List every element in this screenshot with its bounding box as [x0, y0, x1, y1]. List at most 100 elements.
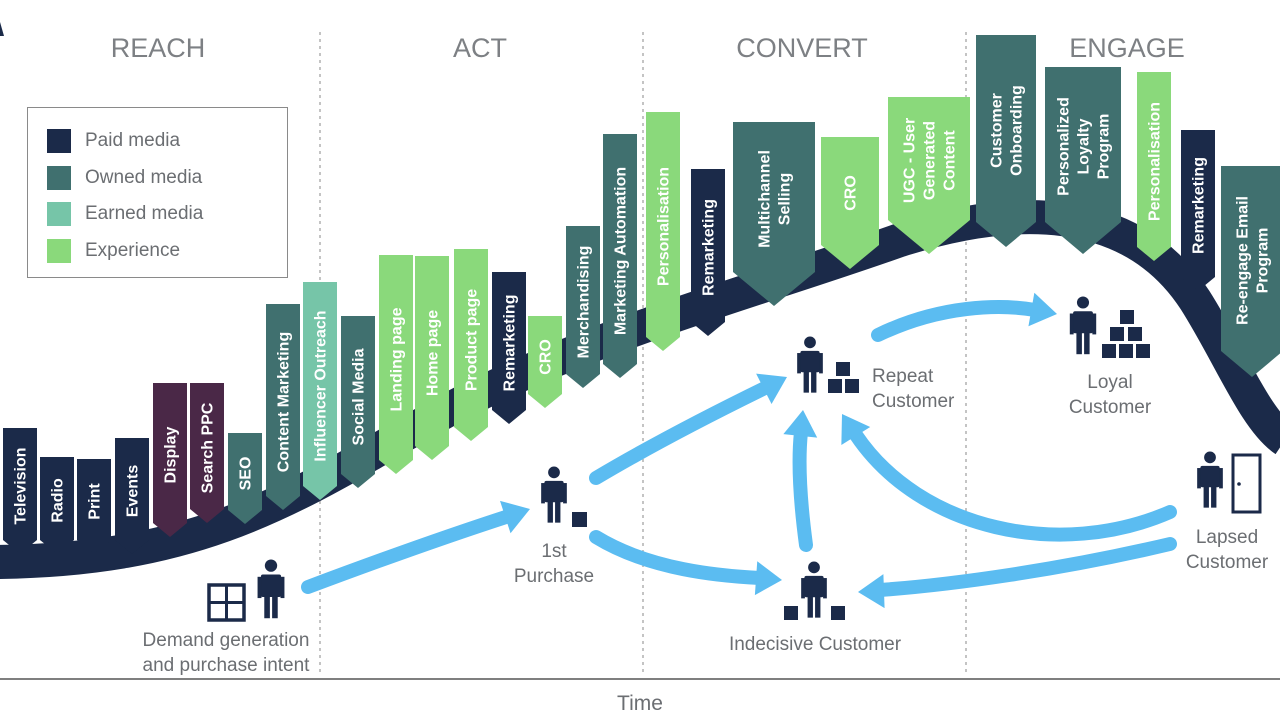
channel-marker-shape	[492, 272, 526, 424]
legend-swatch-earned	[47, 202, 71, 226]
channel-label: Product page	[464, 289, 481, 391]
flow-arrows	[301, 292, 1177, 609]
channel-radio: Radio	[40, 457, 74, 554]
channel-television: Television	[3, 428, 37, 554]
customer-stages: Demand generation and purchase intent 1stP…	[143, 296, 1269, 676]
channel-marker-shape	[341, 316, 375, 488]
customer-stage-label: and purchase intent	[143, 655, 311, 676]
customer-stage-label: Lapsed	[1196, 527, 1258, 548]
channel-label: Content Marketing	[276, 332, 293, 472]
arrow-first-to-indecisive	[589, 530, 782, 596]
legend-swatch-experience	[47, 239, 71, 263]
channel-marker-shape	[646, 112, 680, 351]
person-with-window-icon	[207, 559, 285, 622]
time-axis: Time	[0, 678, 1280, 715]
channel-marker-shape	[976, 35, 1036, 247]
channel-influencer-outreach: Influencer Outreach	[303, 282, 337, 500]
channel-label: Print	[87, 483, 104, 520]
channel-marker-shape	[821, 137, 879, 269]
channel-label: SEO	[238, 457, 255, 491]
channel-label: Home page	[425, 310, 442, 396]
channel-seo: SEO	[228, 433, 262, 524]
channel-marketing-automation: Marketing Automation	[603, 134, 637, 378]
phase-title-act: ACT	[453, 33, 507, 63]
channel-merchandising: Merchandising	[566, 226, 600, 388]
channel-marker-shape	[1181, 130, 1215, 291]
channel-print: Print	[77, 459, 111, 554]
stage-indecisive-customer: Indecisive Customer	[729, 561, 902, 655]
channel-label: Radio	[50, 478, 67, 523]
channel-marker-shape	[691, 169, 725, 336]
legend-label: Earned media	[85, 203, 204, 224]
customer-stage-label: Customer	[1186, 552, 1269, 573]
channel-label: Remarketing	[701, 199, 718, 296]
channel-marker-shape	[303, 282, 337, 500]
channel-content-marketing: Content Marketing	[266, 304, 300, 510]
customer-stage-label: Repeat	[872, 366, 934, 387]
person-with-two-boxes-icon	[784, 561, 845, 620]
legend: Paid media Owned media Earned media Expe…	[27, 107, 288, 278]
arrow-repeat-to-loyal	[871, 292, 1057, 342]
channel-label: CRO	[843, 175, 860, 211]
customer-stage-label: Customer	[872, 391, 955, 412]
person-with-boxes-icon	[797, 336, 859, 393]
person-with-door-icon	[1197, 451, 1262, 514]
stage-demand-generation: Demand generation and purchase intent	[143, 559, 311, 676]
channel-label: CRO	[538, 339, 555, 375]
channel-marker-shape	[115, 438, 149, 554]
legend-swatch-owned	[47, 166, 71, 190]
channel-marker-shape	[40, 457, 74, 554]
phase-title-convert: CONVERT	[736, 33, 868, 63]
channel-marker-shape	[1221, 166, 1280, 377]
channel-marker-shape	[228, 433, 262, 524]
channel-marker-shape	[1045, 67, 1121, 254]
channel-marker-shape	[190, 383, 224, 523]
channel-social-media: Social Media	[341, 316, 375, 488]
channel-label: Social Media	[351, 348, 368, 445]
channel-marker-shape	[3, 428, 37, 554]
channel-landing-page: Landing page	[379, 255, 413, 474]
channel-label: Display	[163, 426, 180, 483]
channel-personalisation: Personalisation	[1137, 72, 1171, 261]
channel-label: Remarketing	[502, 295, 519, 392]
customer-stage-label: Indecisive Customer	[729, 634, 902, 655]
channel-cro: CRO	[821, 137, 879, 269]
channel-home-page: Home page	[415, 256, 449, 460]
channel-cro: CRO	[528, 316, 562, 408]
channel-marker-shape	[1137, 72, 1171, 261]
channel-personalisation: Personalisation	[646, 112, 680, 351]
channel-marker-shape	[454, 249, 488, 441]
channel-marker-shape	[77, 459, 111, 554]
arrow-demand-to-first	[301, 500, 530, 594]
arrow-first-to-repeat	[589, 373, 787, 485]
time-axis-label: Time	[617, 692, 663, 715]
customer-stage-label: 1st	[541, 541, 567, 562]
channel-label: Personalisation	[1147, 102, 1164, 221]
channel-marker-shape	[603, 134, 637, 378]
channel-label: Influencer Outreach	[313, 310, 330, 461]
customer-stage-label: Demand generation	[143, 630, 310, 651]
phase-title-reach: REACH	[111, 33, 206, 63]
person-with-box-icon	[541, 466, 587, 527]
channel-marker-shape	[528, 316, 562, 408]
channel-marker-shape	[888, 97, 970, 254]
customer-stage-label: Purchase	[514, 566, 594, 587]
arrow-lapsed-to-repeat	[841, 414, 1177, 542]
channel-label: Television	[13, 447, 30, 524]
arrow-lapsed-to-indecisive	[858, 537, 1177, 609]
channel-marker-shape	[153, 383, 187, 537]
channel-marker-shape	[566, 226, 600, 388]
channel-marker-shape	[266, 304, 300, 510]
channel-label: Marketing Automation	[613, 167, 630, 335]
